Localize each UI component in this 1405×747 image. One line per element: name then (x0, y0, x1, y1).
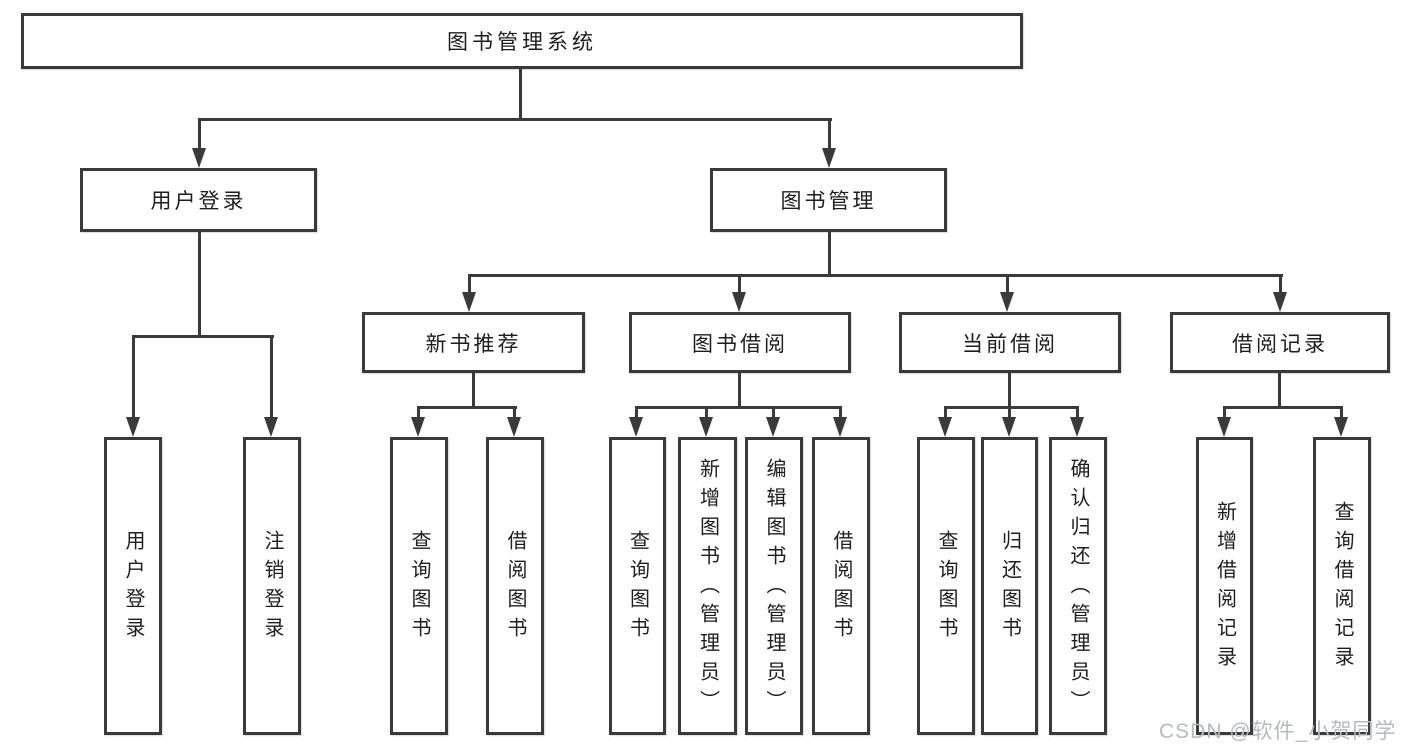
connector-line (132, 335, 274, 338)
arrowhead-icon (699, 417, 713, 437)
connector-line (1223, 406, 1343, 409)
leaf-add-book-admin: 新增图书（管理员） (678, 437, 737, 735)
leaf-return-books: 归还图书 (981, 437, 1038, 735)
arrowhead-icon (462, 292, 476, 312)
arrowhead-icon (766, 417, 780, 437)
connector-line (738, 373, 741, 406)
connector-line (1076, 406, 1079, 419)
connector-line (839, 406, 842, 419)
arrowhead-icon (629, 417, 643, 437)
connector-line (944, 406, 1079, 409)
node-book-management: 图书管理 (710, 168, 947, 232)
arrowhead-icon (1070, 417, 1084, 437)
leaf-confirm-return-admin: 确认归还（管理员） (1049, 437, 1107, 735)
connector-line (417, 406, 420, 419)
node-user-login: 用户登录 (80, 168, 317, 232)
connector-line (828, 232, 831, 274)
leaf-borrow-books-recommend: 借阅图书 (486, 437, 544, 735)
arrowhead-icon (732, 292, 746, 312)
connector-line (198, 118, 201, 150)
connector-line (1279, 274, 1282, 294)
arrowhead-icon (507, 417, 521, 437)
leaf-edit-book-admin: 编辑图书（管理员） (745, 437, 803, 735)
leaf-query-books-borrowing: 查询图书 (609, 437, 666, 735)
leaf-user-login: 用户登录 (104, 437, 162, 735)
node-borrowing-records: 借阅记录 (1170, 312, 1390, 373)
arrowhead-icon (264, 417, 278, 437)
node-new-book-recommend: 新书推荐 (362, 312, 585, 373)
connector-line (513, 406, 516, 419)
connector-line (1006, 274, 1009, 294)
arrowhead-icon (1334, 417, 1348, 437)
arrowhead-icon (822, 148, 836, 168)
connector-line (705, 406, 708, 419)
arrowhead-icon (411, 417, 425, 437)
arrowhead-icon (1273, 292, 1287, 312)
leaf-query-books-current: 查询图书 (917, 437, 975, 735)
connector-line (468, 274, 471, 294)
node-book-borrowing: 图书借阅 (629, 312, 851, 373)
connector-line (198, 118, 832, 121)
connector-line (519, 69, 522, 118)
arrowhead-icon (192, 148, 206, 168)
connector-line (1278, 373, 1281, 406)
connector-line (472, 373, 475, 406)
arrowhead-icon (1000, 292, 1014, 312)
arrowhead-icon (1217, 417, 1231, 437)
connector-line (738, 274, 741, 294)
connector-line (944, 406, 947, 419)
arrowhead-icon (126, 417, 140, 437)
leaf-borrow-books-borrowing: 借阅图书 (812, 437, 870, 735)
connector-line (198, 232, 201, 335)
connector-line (270, 335, 273, 419)
leaf-query-books-recommend: 查询图书 (390, 437, 448, 735)
watermark: CSDN @软件_小贺同学 (1159, 720, 1397, 743)
connector-line (1008, 373, 1011, 406)
leaf-add-borrow-record: 新增借阅记录 (1196, 437, 1253, 735)
connector-line (635, 406, 638, 419)
connector-line (468, 274, 1283, 277)
arrowhead-icon (1002, 417, 1016, 437)
connector-line (828, 118, 831, 150)
connector-line (132, 335, 135, 419)
node-library-system: 图书管理系统 (21, 13, 1023, 69)
arrowhead-icon (833, 417, 847, 437)
connector-line (1223, 406, 1226, 419)
connector-line (417, 406, 517, 409)
node-current-borrowing: 当前借阅 (899, 312, 1121, 373)
connector-line (1340, 406, 1343, 419)
arrowhead-icon (938, 417, 952, 437)
leaf-query-borrow-record: 查询借阅记录 (1313, 437, 1371, 735)
leaf-logout: 注销登录 (243, 437, 301, 735)
connector-line (772, 406, 775, 419)
connector-line (1008, 406, 1011, 419)
connector-line (635, 406, 842, 409)
